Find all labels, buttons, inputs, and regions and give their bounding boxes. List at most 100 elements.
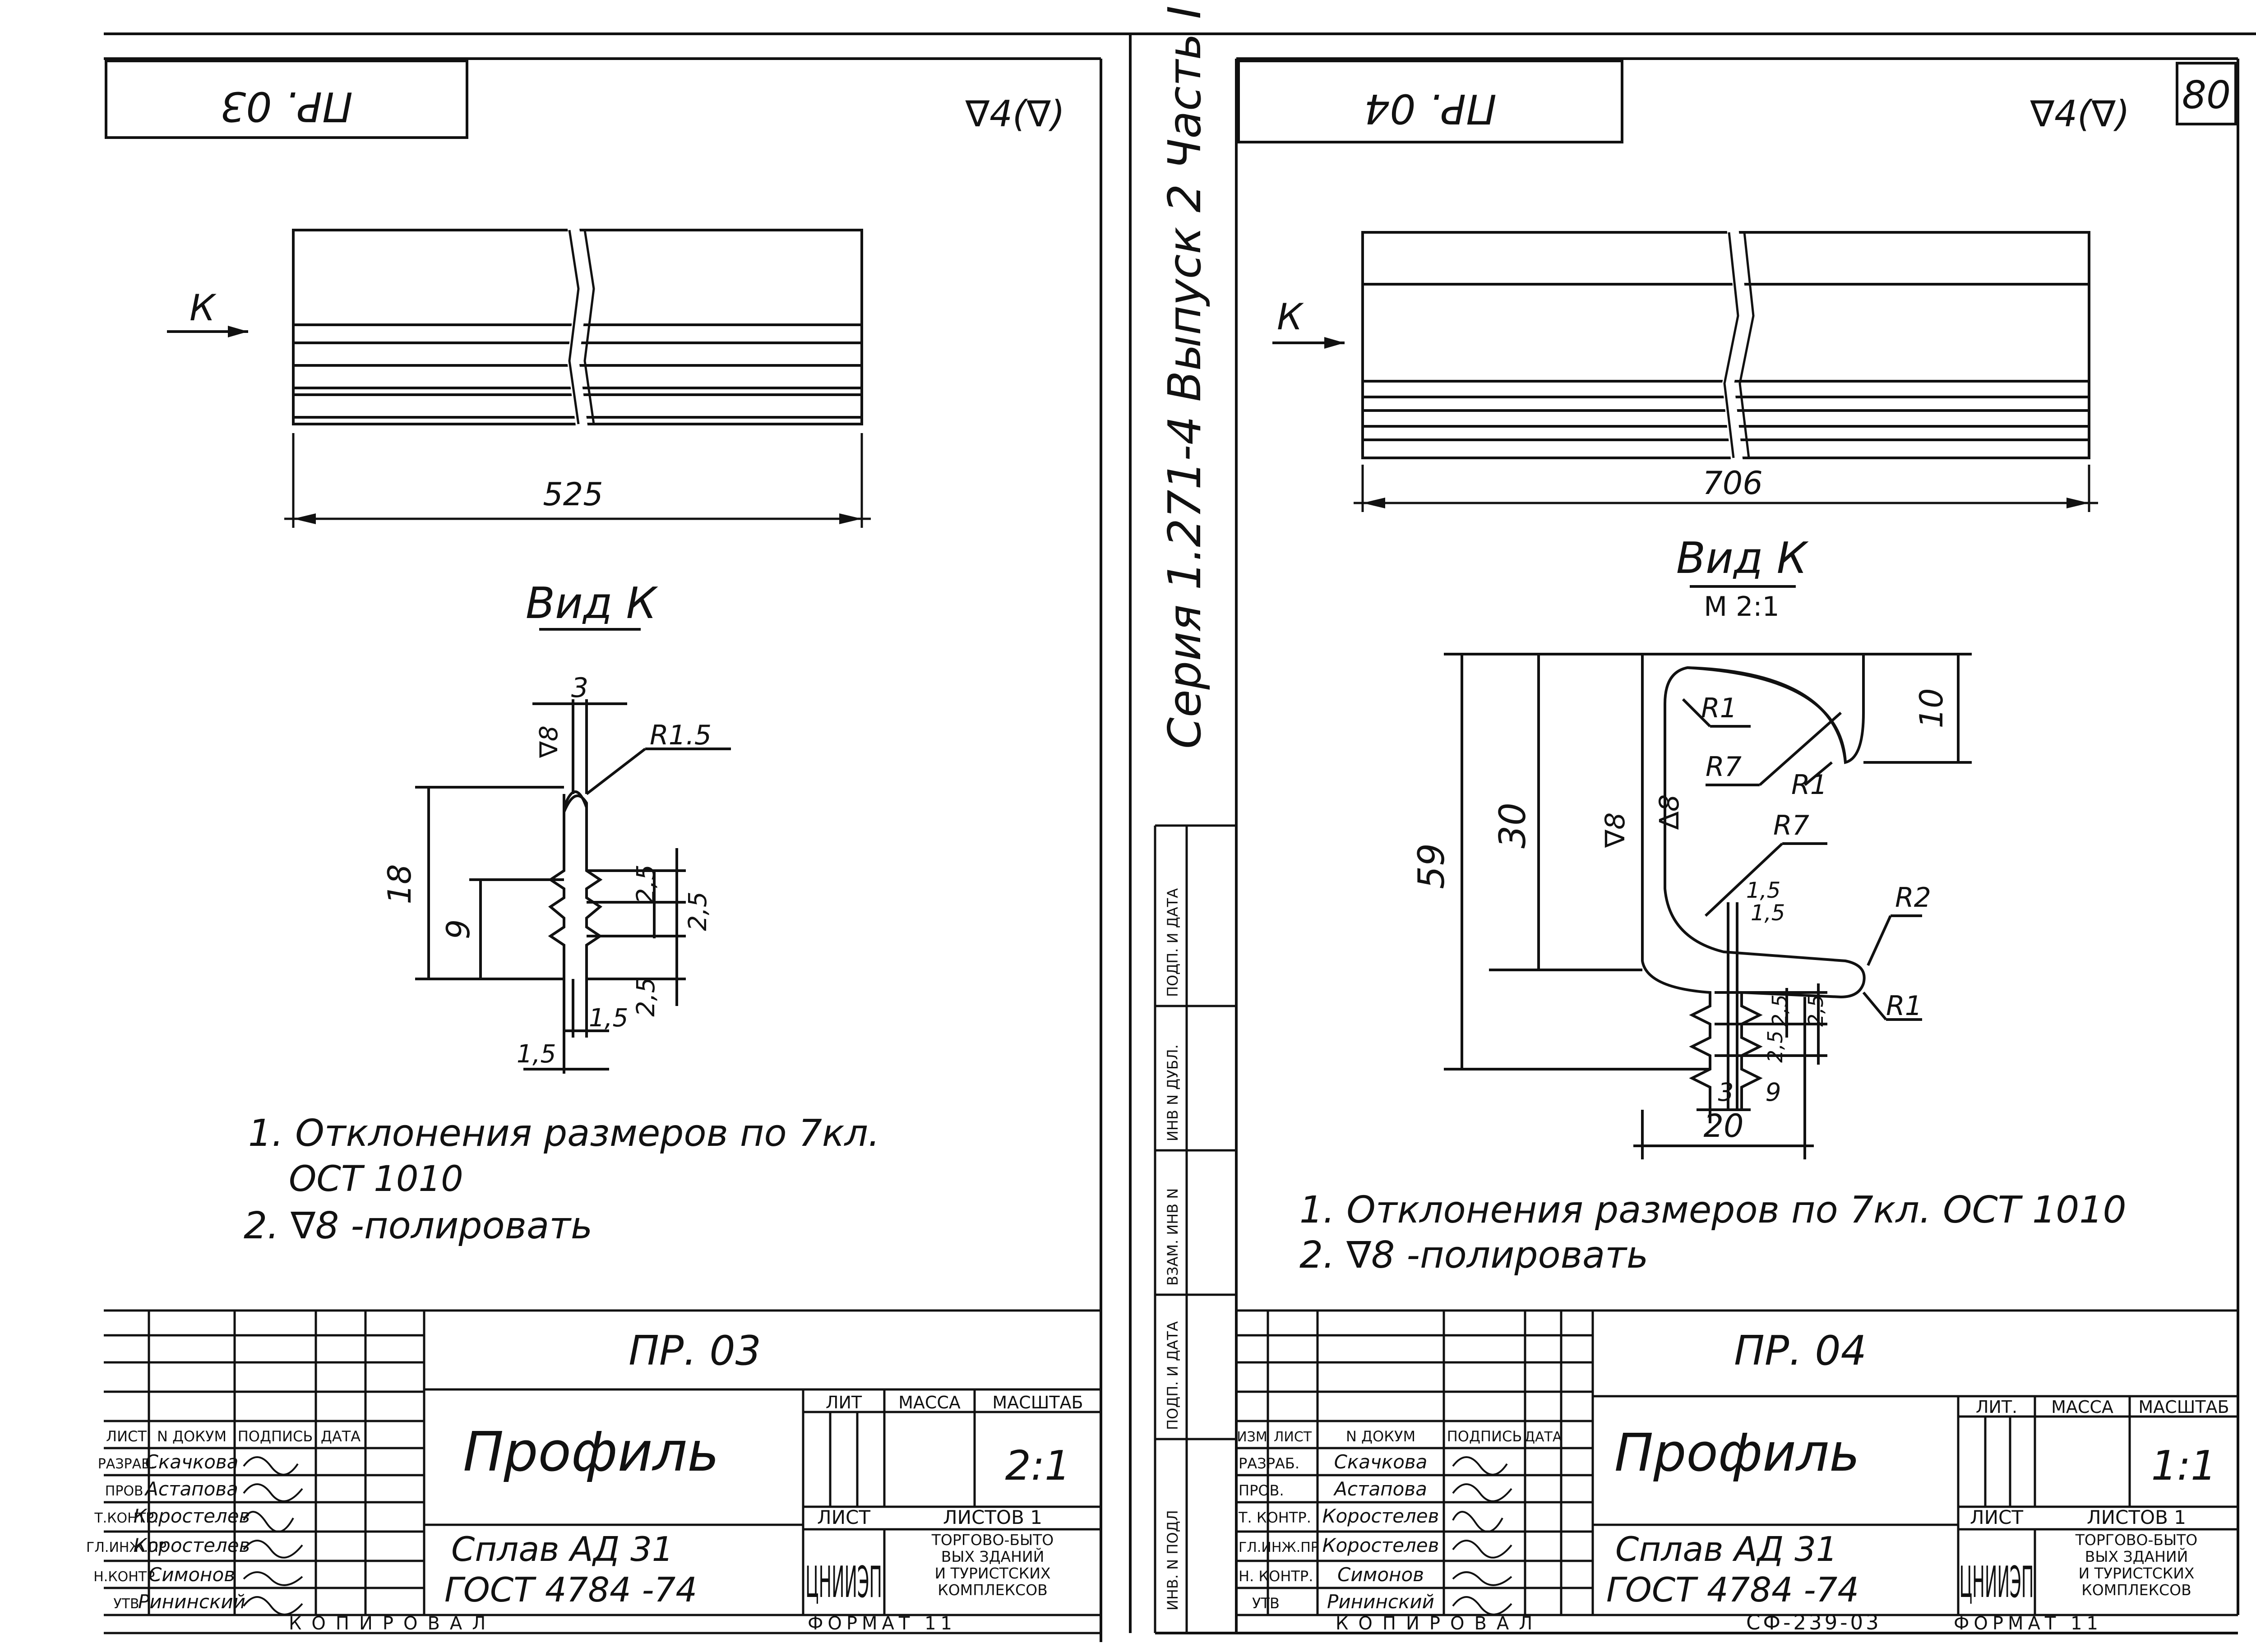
left-roughness: ∇4(∇) <box>965 93 1065 135</box>
right-roughness: ∇4(∇) <box>2030 93 2130 135</box>
left-tb-hdr-scale: МАСШТАБ <box>992 1393 1083 1412</box>
right-tb-role-3: ГЛ.ИНЖ.ПР <box>1239 1540 1319 1555</box>
right-view-title: Вид К <box>1676 534 1809 583</box>
doc-code: СФ-239-03 <box>1746 1610 1882 1634</box>
left-tb-hdr-mass: МАССА <box>898 1393 961 1412</box>
left-tb-org-2: ВЫХ ЗДАНИЙ <box>941 1547 1045 1565</box>
right-tb-material-1: Сплав АД 31 <box>1615 1529 1838 1569</box>
left-tb-hdr-2: ПОДПИСЬ <box>238 1428 313 1445</box>
side-stamp-grid <box>1154 824 1236 1633</box>
left-tb-sheets: ЛИСТОВ 1 <box>943 1506 1042 1528</box>
right-dim-R1a: R1 <box>1701 692 1737 724</box>
left-tb-name-0: Скачкова <box>145 1451 239 1473</box>
left-format: ФОРМАТ 11 <box>808 1613 957 1634</box>
right-dim-25a: 2,5 <box>1768 994 1792 1027</box>
right-tb-name-5: Рининский <box>1327 1591 1434 1613</box>
left-view-title: Вид К <box>526 579 658 628</box>
right-tb-name-3: Коростелев <box>1322 1534 1439 1556</box>
left-corner-code: ПР. 03 <box>220 83 353 130</box>
right-tb-role-5: УТВ <box>1252 1595 1280 1612</box>
right-tb-hdr-lit: ЛИТ. <box>1976 1397 2017 1417</box>
left-note-1: 1. Отклонения размеров по 7кл. <box>248 1112 880 1155</box>
left-tb-material-2: ГОСТ 4784 -74 <box>444 1570 697 1610</box>
left-tb-code: ПР. 03 <box>629 1327 761 1375</box>
left-tb-role-0: РАЗРАБ. <box>98 1456 155 1472</box>
right-tb-role-2: Т. КОНТР. <box>1238 1509 1311 1526</box>
right-tb-role-1: ПРОВ. <box>1239 1482 1284 1499</box>
left-tb-name: Профиль <box>463 1421 719 1484</box>
left-dim-25c: 2,5 <box>631 977 660 1016</box>
right-tb-hdr-2: N ДОКУМ <box>1346 1428 1415 1445</box>
side-stamp-3: ИНВ N ДУБЛ. <box>1164 1044 1181 1141</box>
right-view-arrow-label: К <box>1277 296 1304 338</box>
right-tb-sheet: ЛИСТ <box>1970 1506 2023 1528</box>
right-tb-hdr-4: ДАТА <box>1525 1429 1562 1445</box>
left-tb-org-1: ТОРГОВО-БЫТО <box>931 1531 1054 1549</box>
right-tb-hdr-1: ЛИСТ <box>1274 1429 1312 1445</box>
left-tb-role-5: УТВ <box>113 1596 139 1612</box>
left-view-arrow: К <box>167 287 248 337</box>
right-dim-20: 20 <box>1703 1107 1743 1144</box>
left-tb-role-2: Т.КОНТР. <box>94 1510 158 1526</box>
right-tb-org-3: И ТУРИСТСКИХ <box>2079 1564 2195 1582</box>
right-dim-10: 10 <box>1913 688 1950 728</box>
right-title-block <box>1236 1309 2238 1616</box>
left-tb-hdr-3: ДАТА <box>321 1428 361 1445</box>
left-tb-role-4: Н.КОНТР. <box>93 1569 159 1585</box>
right-tb-scale: 1:1 <box>2151 1442 2217 1490</box>
left-corner-box <box>105 60 468 139</box>
right-tb-name-4: Симонов <box>1337 1564 1424 1586</box>
right-dim-9: 9 <box>1766 1078 1781 1107</box>
right-tb-material-2: ГОСТ 4784 -74 <box>1606 1570 1859 1610</box>
left-view-arrow-label: К <box>190 287 217 329</box>
side-stamp-1: ПОДП. И ДАТА <box>1164 1321 1181 1430</box>
left-sheet: ПР. 03 ∇4(∇) К 525 В <box>86 60 1101 1634</box>
right-sheet: ПР. 04 ∇4(∇) 80 К 706 <box>1236 60 2238 1634</box>
left-kopiroval: КОПИРОВАЛ <box>289 1613 495 1634</box>
left-length-value: 525 <box>543 476 603 513</box>
right-dim-rough8: ∇8 <box>1600 812 1631 848</box>
left-profile-section <box>415 699 731 1074</box>
left-tb-org-logo: ЦНИИЭП <box>805 1558 882 1607</box>
right-dim-30: 30 <box>1492 803 1534 849</box>
right-dim-3: 3 <box>1718 1078 1734 1107</box>
left-note-1b: ОСТ 1010 <box>289 1159 463 1200</box>
sheet-number: 80 <box>2182 73 2231 118</box>
right-format: ФОРМАТ 11 <box>1954 1613 2103 1634</box>
side-stamp-0: ИНВ. N ПОДЛ <box>1164 1510 1181 1610</box>
right-tb-name-0: Скачкова <box>1334 1451 1428 1473</box>
left-dim-25b: 2,5 <box>683 891 712 931</box>
left-dim-h9: 9 <box>440 919 477 940</box>
right-dim-rough8b: ∆8 <box>1654 794 1685 830</box>
right-dim-25b: 2,5 <box>1804 994 1828 1027</box>
left-dim-rough8: ∇8 <box>534 725 563 758</box>
left-tb-sheet: ЛИСТ <box>817 1506 870 1528</box>
right-tb-sheets: ЛИСТОВ 1 <box>2087 1506 2186 1528</box>
right-tb-org-2: ВЫХ ЗДАНИЙ <box>2085 1547 2188 1565</box>
right-plank-view <box>1361 227 2090 463</box>
right-tb-org-4: КОМПЛЕКСОВ <box>2081 1581 2191 1599</box>
left-tb-role-1: ПРОВ. <box>105 1483 148 1499</box>
right-length-dimension <box>1354 465 2098 512</box>
left-tb-name-5: Рининский <box>138 1591 245 1613</box>
left-tb-name-1: Астапова <box>144 1478 238 1500</box>
left-length-dimension <box>284 433 871 528</box>
right-tb-name-1: Астапова <box>1333 1478 1427 1500</box>
right-dim-R1b: R1 <box>1791 769 1827 801</box>
right-corner-box <box>1237 60 1623 143</box>
right-signatures <box>1452 1456 1512 1615</box>
right-dim-R7b: R7 <box>1773 810 1809 841</box>
right-dim-59: 59 <box>1410 843 1452 889</box>
left-note-2: 2. ∇8 -полировать <box>244 1204 592 1247</box>
left-title-block <box>104 1309 1101 1634</box>
left-dim-15a: 1,5 <box>589 1003 628 1032</box>
left-tb-org-3: И ТУРИСТСКИХ <box>935 1564 1051 1582</box>
right-view-scale: М 2:1 <box>1704 591 1779 623</box>
right-note-2: 2. ∇8 -полировать <box>1299 1234 1648 1277</box>
left-signatures <box>243 1456 303 1615</box>
left-plank-view <box>292 225 863 429</box>
left-tb-material-1: Сплав АД 31 <box>451 1529 674 1569</box>
right-view-arrow: К <box>1272 296 1345 349</box>
sheet-frames <box>104 32 2256 1642</box>
left-dim-15b: 1,5 <box>517 1039 556 1068</box>
